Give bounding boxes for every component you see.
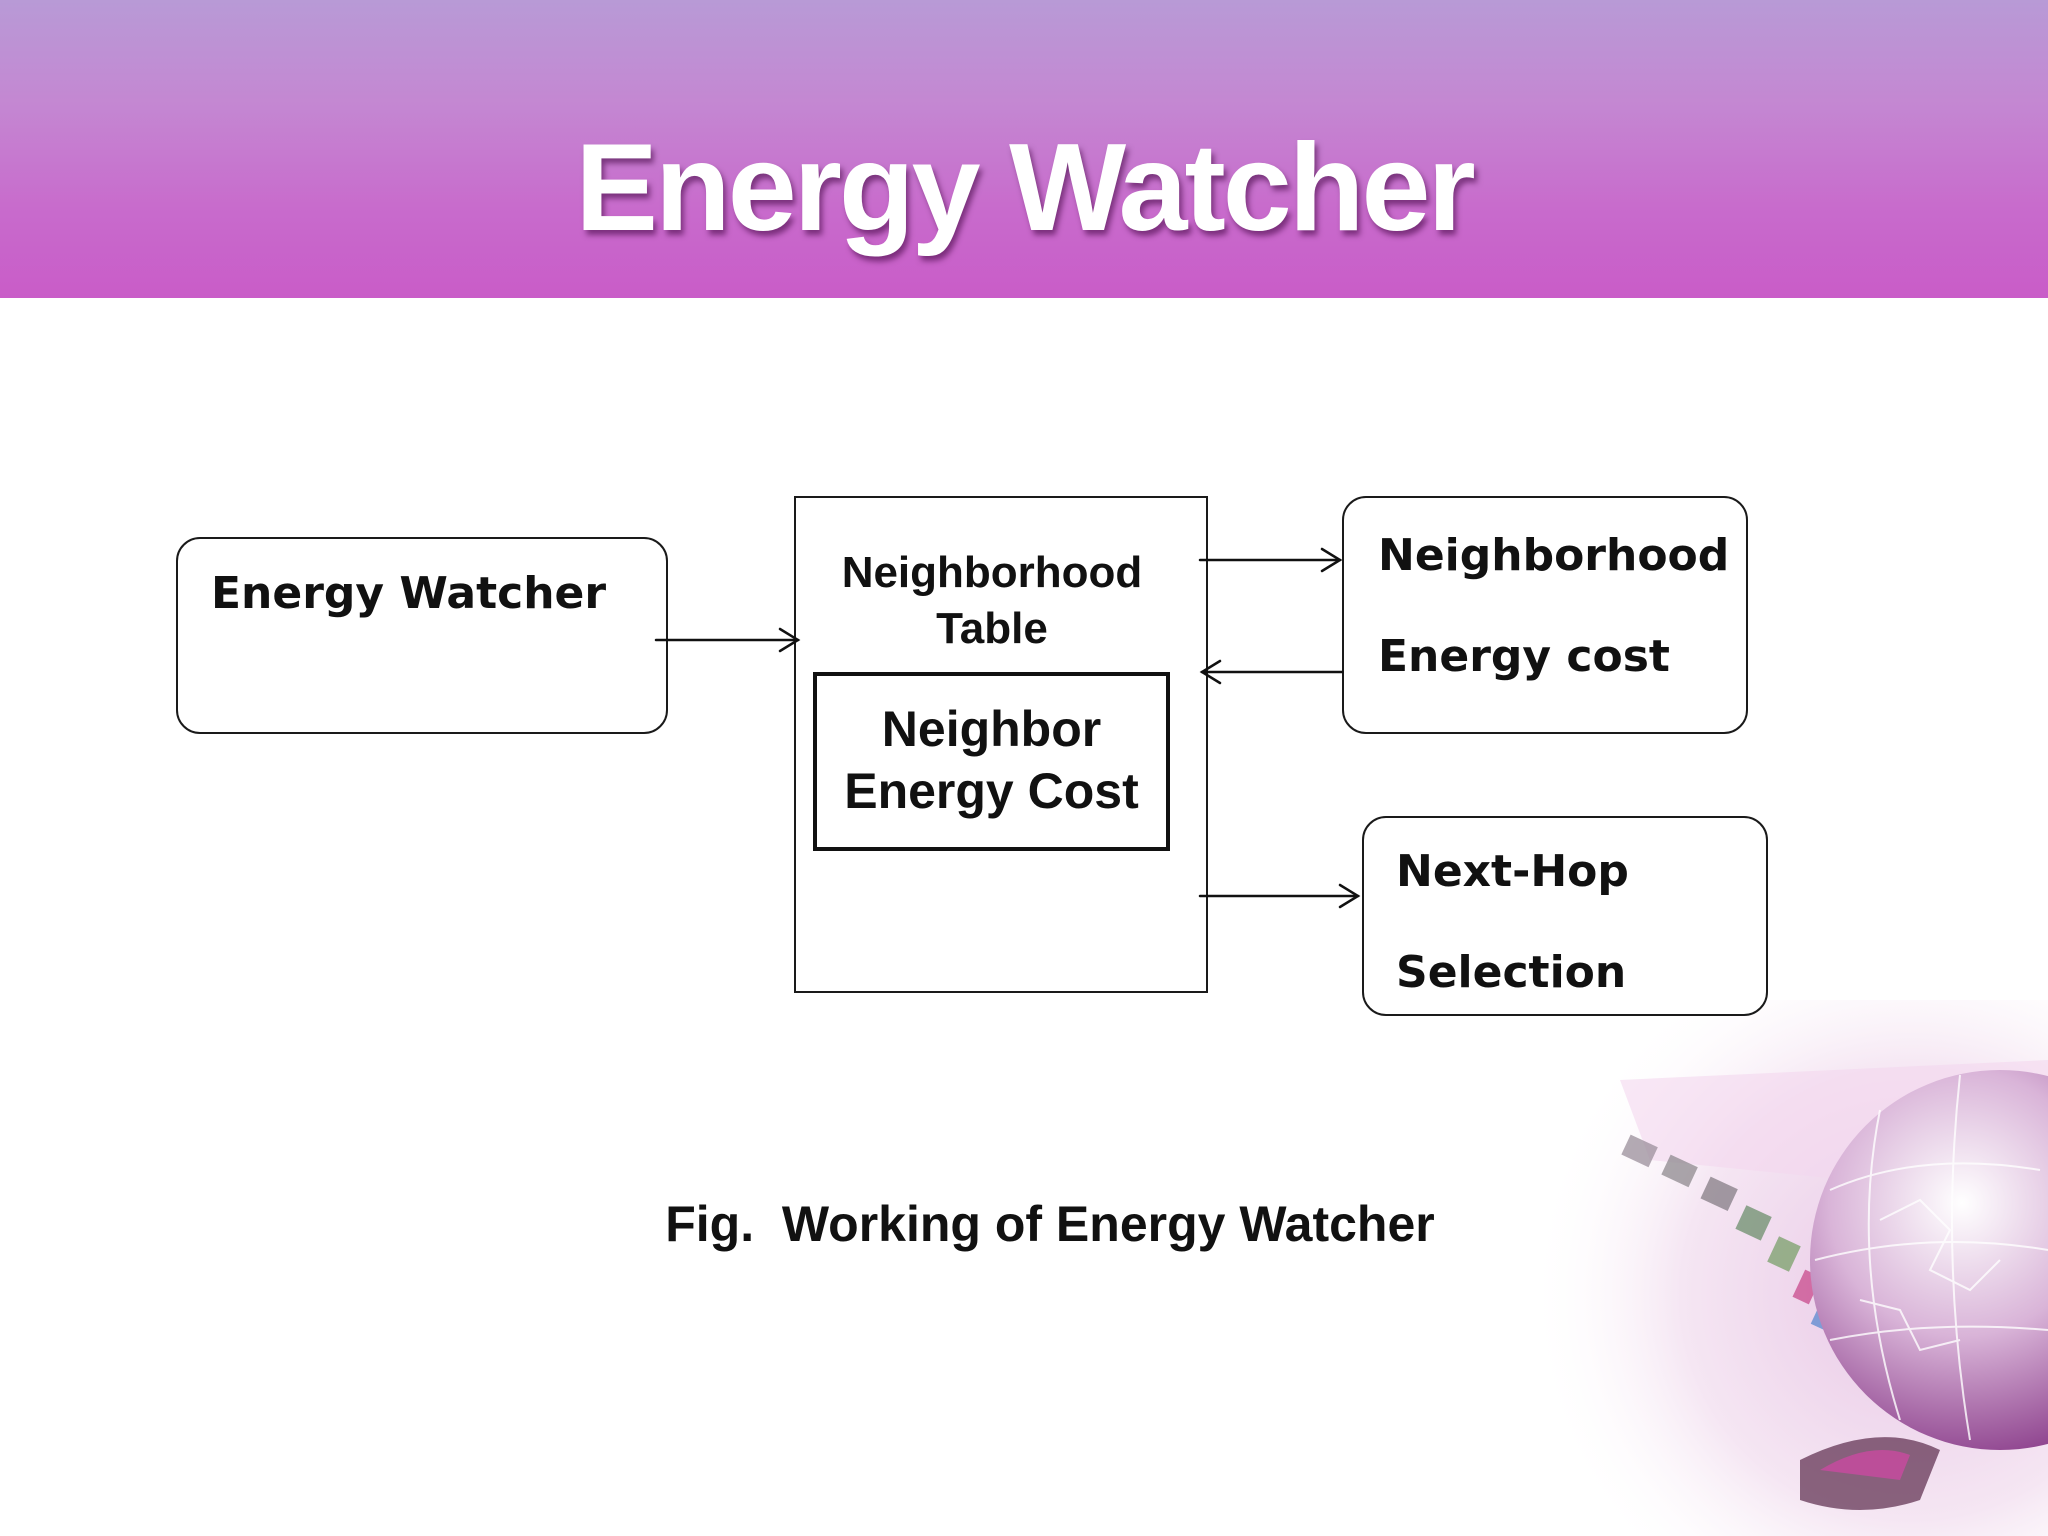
next-hop-selection-box <box>1362 816 1768 1016</box>
next-hop-selection-line2: Selection <box>1396 947 1627 998</box>
neighborhood-energy-cost-box <box>1342 496 1748 734</box>
globe-decoration-icon <box>1500 1000 2048 1536</box>
figure-caption: Fig. Working of Energy Watcher <box>665 1196 1435 1252</box>
neighborhood-energy-cost-line1: Neighborhood <box>1378 530 1730 581</box>
neighbor-energy-cost-line1: Neighbor <box>881 701 1102 757</box>
neighbor-energy-cost-line2: Energy Cost <box>844 763 1139 819</box>
neighbor-energy-cost-box <box>813 672 1170 851</box>
next-hop-selection-line1: Next-Hop <box>1396 846 1629 897</box>
neighborhood-energy-cost-line2: Energy cost <box>1378 631 1670 682</box>
energy-watcher-label: Energy Watcher <box>211 568 607 619</box>
energy-watcher-box <box>176 537 668 734</box>
neighborhood-table-label-line2: Table <box>936 604 1048 653</box>
title-banner: Energy Watcher <box>0 0 2048 298</box>
neighborhood-table-label-line1: Neighborhood <box>841 548 1143 597</box>
slide-title: Energy Watcher <box>575 119 1475 257</box>
